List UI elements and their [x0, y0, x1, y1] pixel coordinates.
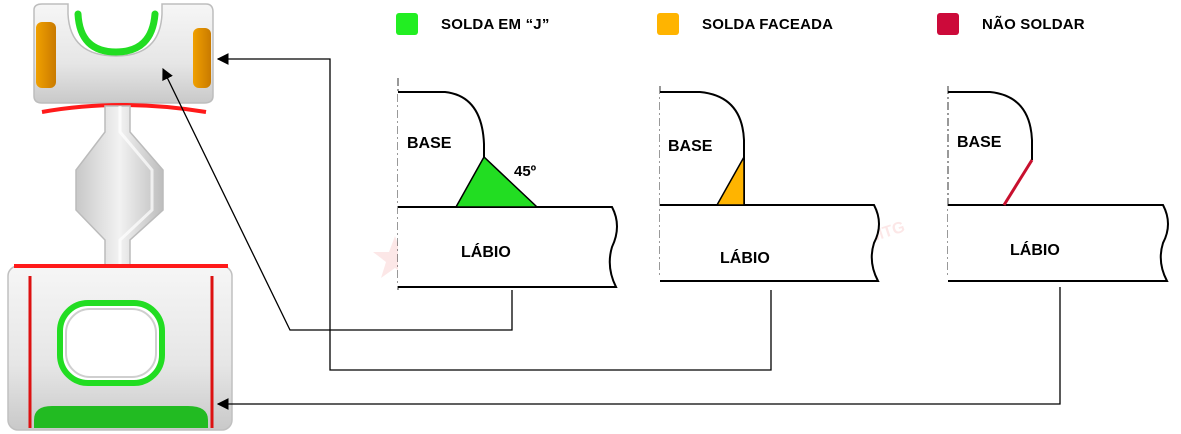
- lip-label-2: LÁBIO: [720, 248, 770, 267]
- no-weld-line: [1002, 159, 1034, 206]
- legend-label-j-weld: SOLDA EM “J”: [441, 15, 550, 33]
- arrow-faced-weld: [216, 53, 772, 371]
- lip-label-1: LÁBIO: [461, 242, 511, 261]
- stem: [75, 105, 164, 267]
- legend-swatch-orange: [657, 13, 679, 35]
- legend-label-no-weld: NÃO SOLDAR: [982, 15, 1085, 33]
- detail-faced-weld: BASE LÁBIO: [659, 86, 880, 282]
- arrow-no-weld: [216, 287, 1061, 410]
- base-label-3: BASE: [957, 134, 1002, 151]
- legend-item-faced-weld: SOLDA FACEADA: [657, 12, 833, 36]
- j-weld-triangle: [454, 155, 539, 208]
- base-profile-3: [948, 91, 1033, 160]
- legend-item-j-weld: SOLDA EM “J”: [396, 12, 550, 36]
- base-label-1: BASE: [407, 135, 452, 152]
- arrow-j-weld: [162, 67, 513, 331]
- base-label-2: BASE: [668, 138, 713, 155]
- watermark-logo-1: [373, 236, 417, 278]
- j-weld-bottom-green: [34, 406, 208, 428]
- faced-weld-right-orange: [193, 28, 211, 88]
- no-weld-top-red: [41, 103, 207, 114]
- legend-item-no-weld: NÃO SOLDAR: [937, 12, 1085, 36]
- faced-weld-left-orange: [36, 22, 56, 88]
- lip-profile-1: [398, 206, 618, 288]
- angle-label: 45º: [514, 163, 537, 180]
- base-profile-2: [660, 91, 745, 206]
- lip-profile-2: [660, 204, 880, 282]
- lip-profile-3: [948, 204, 1169, 282]
- j-weld-top-green: [74, 10, 159, 56]
- faced-weld-triangle: [715, 154, 745, 206]
- detail-j-weld: BASE LÁBIO 45º: [397, 78, 618, 290]
- lip-label-3: LÁBIO: [1010, 240, 1060, 259]
- legend-swatch-green: [396, 13, 418, 35]
- j-weld-hole-green: [57, 300, 165, 386]
- connector-arrows: [162, 53, 1061, 410]
- base-profile-1: [398, 91, 485, 208]
- detail-no-weld: BASE LÁBIO: [947, 86, 1169, 282]
- bottom-block: [7, 264, 233, 431]
- part-illustration: [7, 3, 233, 431]
- legend-swatch-red: [937, 13, 959, 35]
- legend-label-faced-weld: SOLDA FACEADA: [702, 15, 834, 33]
- top-fork: [33, 3, 214, 114]
